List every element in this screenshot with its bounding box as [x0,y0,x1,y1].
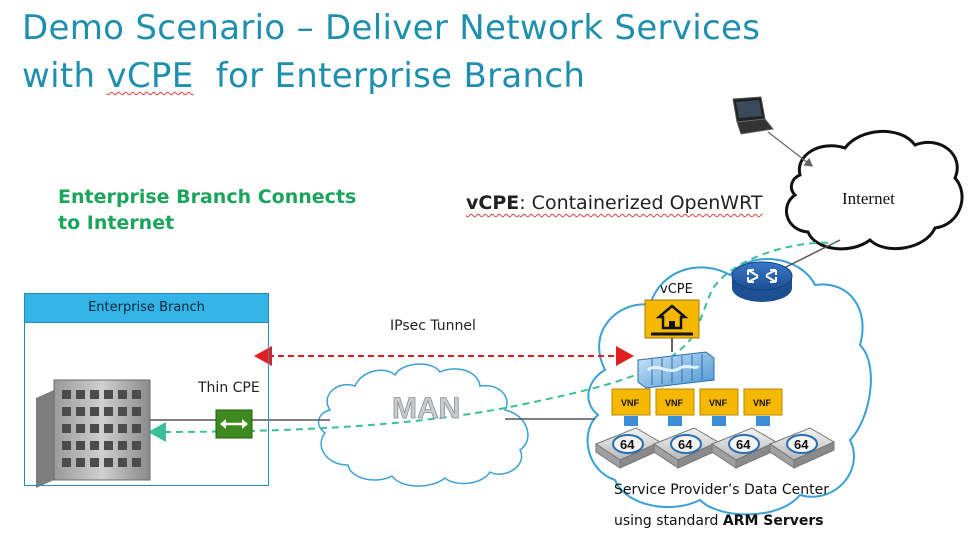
thin-cpe-label: Thin CPE [198,380,260,396]
laptop-icon [732,96,774,135]
caption-prefix: using standard [614,513,723,529]
internet-cloud [785,130,964,251]
caption-bold: ARM Servers [722,513,824,529]
vnf-label: VNF [665,398,684,408]
vcpe-caption: vCPE: Containerized OpenWRT [466,192,763,214]
datacenter-caption-line-2: using standard ARM Servers [614,513,824,529]
server-label: 64 [678,437,693,452]
server-label: 64 [794,437,809,452]
vnf-label: VNF [753,398,772,408]
vnf-label: VNF [621,398,640,408]
container-icon [637,351,715,389]
man-cloud [317,363,529,487]
vnf-group [611,388,783,426]
router-internet-link [779,239,841,271]
vnf-box-3 [699,388,739,416]
server-icon [652,427,720,469]
server-icon [594,427,662,469]
vnf-box-2 [655,388,695,416]
title-suffix: for Enterprise Branch [193,56,586,96]
vnf-box-1 [611,388,651,416]
ipsec-tunnel-label: IPsec Tunnel [390,318,476,334]
server-label: 64 [620,437,635,452]
vcpe-label: vCPE [660,282,693,297]
thin-cpe-icon [215,409,253,439]
building-icon [36,379,151,488]
server-icon [768,427,836,469]
slide-title-line-2: with vCPE for Enterprise Branch [22,56,585,96]
datacenter-caption-line-1: Service Provider’s Data Center [614,482,830,498]
man-label: MAN [392,392,460,425]
router-icon [731,261,793,302]
home-icon [644,299,700,339]
enterprise-branch-header: Enterprise Branch [24,293,269,323]
title-prefix: with [22,56,107,96]
vcpe-caption-rest: : Containerized OpenWRT [519,192,763,214]
server-icon [710,427,778,469]
vnf-box-4 [743,388,783,416]
laptop-internet-link [767,131,813,167]
branch-heading-line-2: to Internet [58,212,175,234]
vcpe-caption-bold: vCPE [466,192,520,214]
vnf-label: VNF [709,398,728,408]
title-vcpe: vCPE [106,56,194,96]
server-group [594,427,836,469]
datacenter-cloud [586,258,872,516]
branch-heading-line-1: Enterprise Branch Connects [58,186,357,208]
server-label: 64 [736,437,751,452]
internet-label: Internet [842,189,895,208]
slide-title-line-1: Demo Scenario – Deliver Network Services [22,8,761,48]
